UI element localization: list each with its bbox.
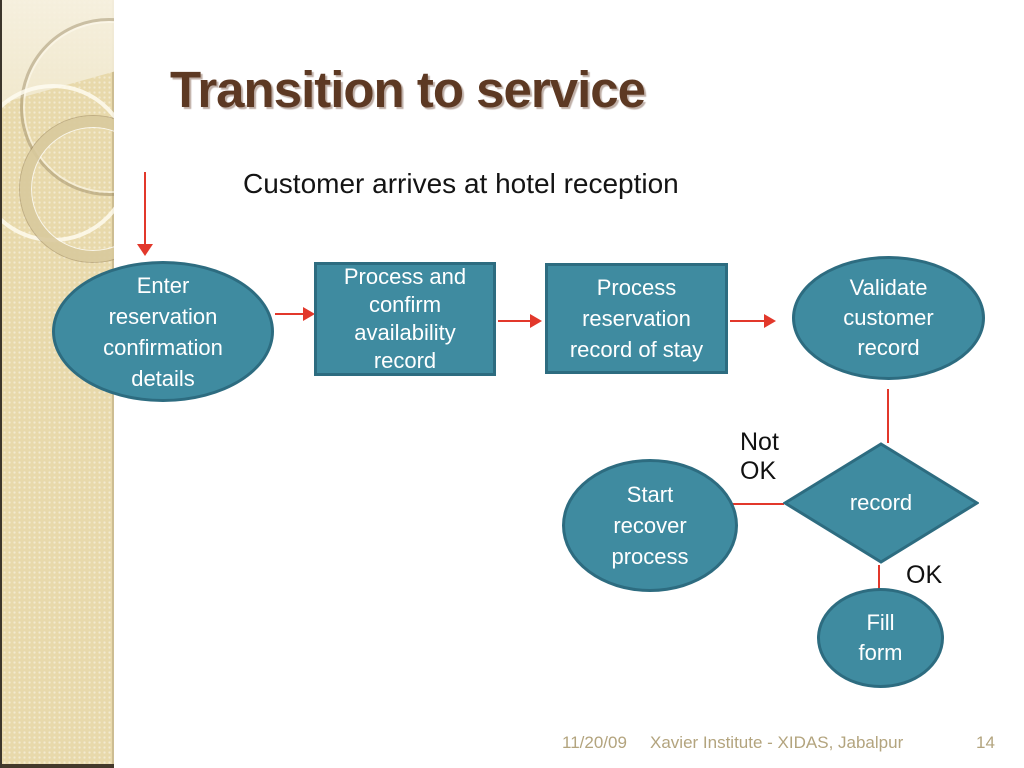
node-label: Process reservation record of stay [569,275,704,362]
diamond-shape-icon [783,442,979,564]
slide-subtitle: Customer arrives at hotel reception [243,168,679,199]
connector-decision-to-recover [729,503,784,505]
footer-date: 11/20/09 [562,733,627,752]
node-label: Process and confirm availability record [343,264,467,373]
node-label: Fill form [858,610,903,665]
slide-title: Transition to service [170,61,646,118]
arrowhead-right-icon [530,314,542,328]
footer-institute: Xavier Institute - XIDAS, Jabalpur [650,733,904,752]
decision-record: record [783,442,979,564]
arrowhead-right-icon [303,307,315,321]
arrowhead-right-icon [764,314,776,328]
connector-decision-to-fillform [878,565,880,589]
label-ok: OK [906,561,943,589]
connector-reservation-to-validate [730,320,765,322]
connector-enter-to-confirm [275,313,304,315]
node-validate-customer-record: Validate customer record [792,256,985,380]
node-label: Enter reservation confirmation details [103,272,223,391]
node-fill-form: Fill form [817,588,944,688]
sidebar-bottom-bar [2,764,114,768]
node-process-confirm-availability: Process and confirm availability record [314,262,496,376]
node-label: Start recover process [611,482,689,569]
decorative-ring-icon [20,116,114,262]
node-label: Validate customer record [843,275,934,360]
arrowhead-down-icon [137,244,153,256]
connector-start-to-enter [144,172,146,244]
node-label: record [849,490,913,515]
footer-page-number: 14 [976,733,995,752]
node-process-reservation-record: Process reservation record of stay [545,263,728,374]
label-not-ok: Not OK [740,428,779,485]
node-enter-reservation-details: Enter reservation confirmation details [52,261,274,402]
connector-confirm-to-reservation [498,320,531,322]
connector-validate-to-decision [887,389,889,443]
node-start-recover-process: Start recover process [562,459,738,592]
